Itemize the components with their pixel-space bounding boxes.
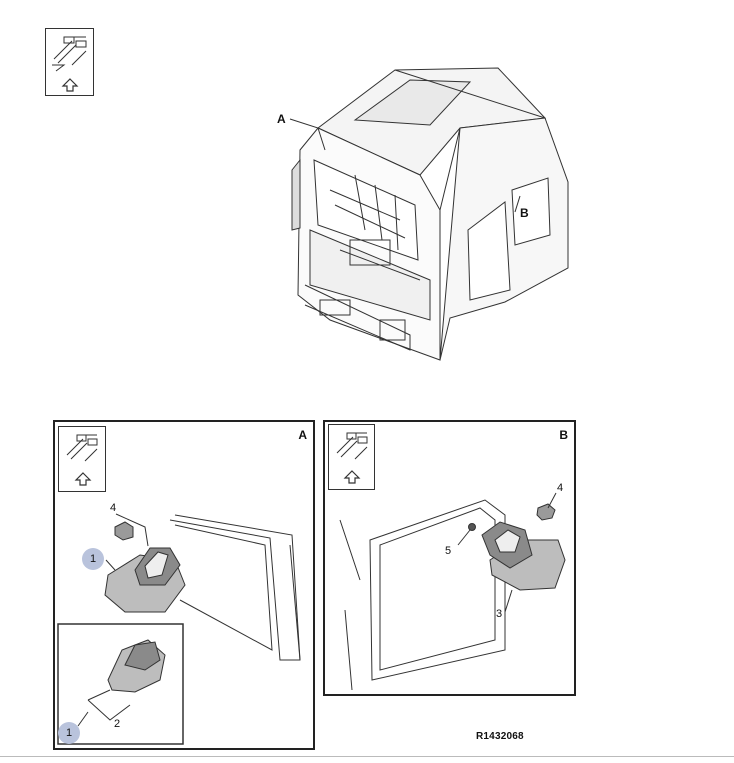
detail-a-corner-label: A — [298, 428, 307, 442]
detail-a-inset-callout-2: 2 — [114, 718, 121, 730]
bottom-divider — [0, 756, 734, 757]
orientation-icon — [52, 36, 87, 92]
up-arrow-icon — [74, 472, 92, 486]
main-label-b: B — [520, 206, 529, 220]
up-arrow-icon — [61, 78, 79, 92]
detail-b-callout-4: 4 — [557, 482, 564, 494]
detail-b-callout-3: 3 — [496, 608, 503, 620]
detail-a-inset-callout-1: 1 — [58, 722, 80, 744]
reference-number: R1432068 — [476, 731, 524, 742]
detail-a-orientation-thumbnail — [58, 426, 106, 492]
main-label-a: A — [277, 112, 286, 126]
orientation-icon — [66, 434, 98, 486]
orientation-icon — [336, 432, 368, 484]
detail-b-orientation-thumbnail — [328, 424, 375, 490]
up-arrow-icon — [343, 470, 361, 484]
detail-b-callout-5: 5 — [445, 545, 452, 557]
orientation-thumbnail-top — [45, 28, 94, 96]
detail-a-callout-1: 1 — [82, 548, 104, 570]
detail-b-corner-label: B — [559, 428, 568, 442]
detail-a-callout-4: 4 — [110, 502, 117, 514]
